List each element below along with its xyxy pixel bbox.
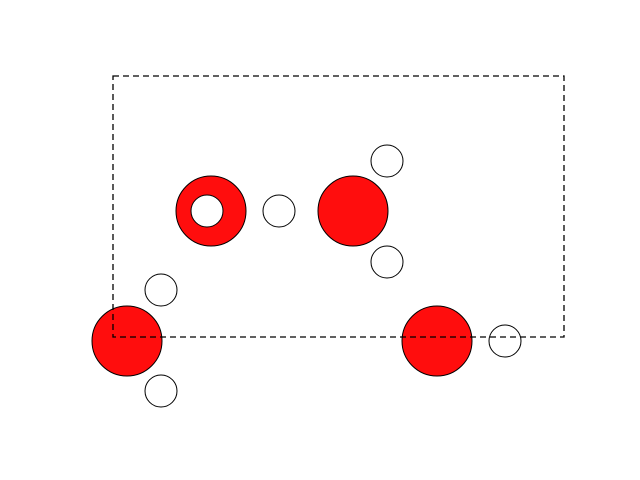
molecule-hydroxide	[175, 175, 247, 247]
molecule-water-1	[317, 144, 404, 279]
molecule-hydrogen-atom	[262, 194, 296, 228]
hydrogen-atom	[262, 194, 296, 228]
molecule-water-2	[91, 273, 178, 408]
hydrogen-atom	[370, 144, 404, 178]
hydrogen-atom	[144, 273, 178, 307]
hydrogen-atom	[144, 374, 178, 408]
oxygen-atom	[317, 175, 389, 247]
molecule-hydroxide-2	[401, 305, 522, 377]
boundary-box	[112, 75, 565, 338]
oxygen-atom	[91, 305, 163, 377]
oxygen-atom	[401, 305, 473, 377]
hydrogen-atom	[370, 245, 404, 279]
hydrogen-atom	[488, 324, 522, 358]
hydrogen-atom	[190, 194, 224, 228]
